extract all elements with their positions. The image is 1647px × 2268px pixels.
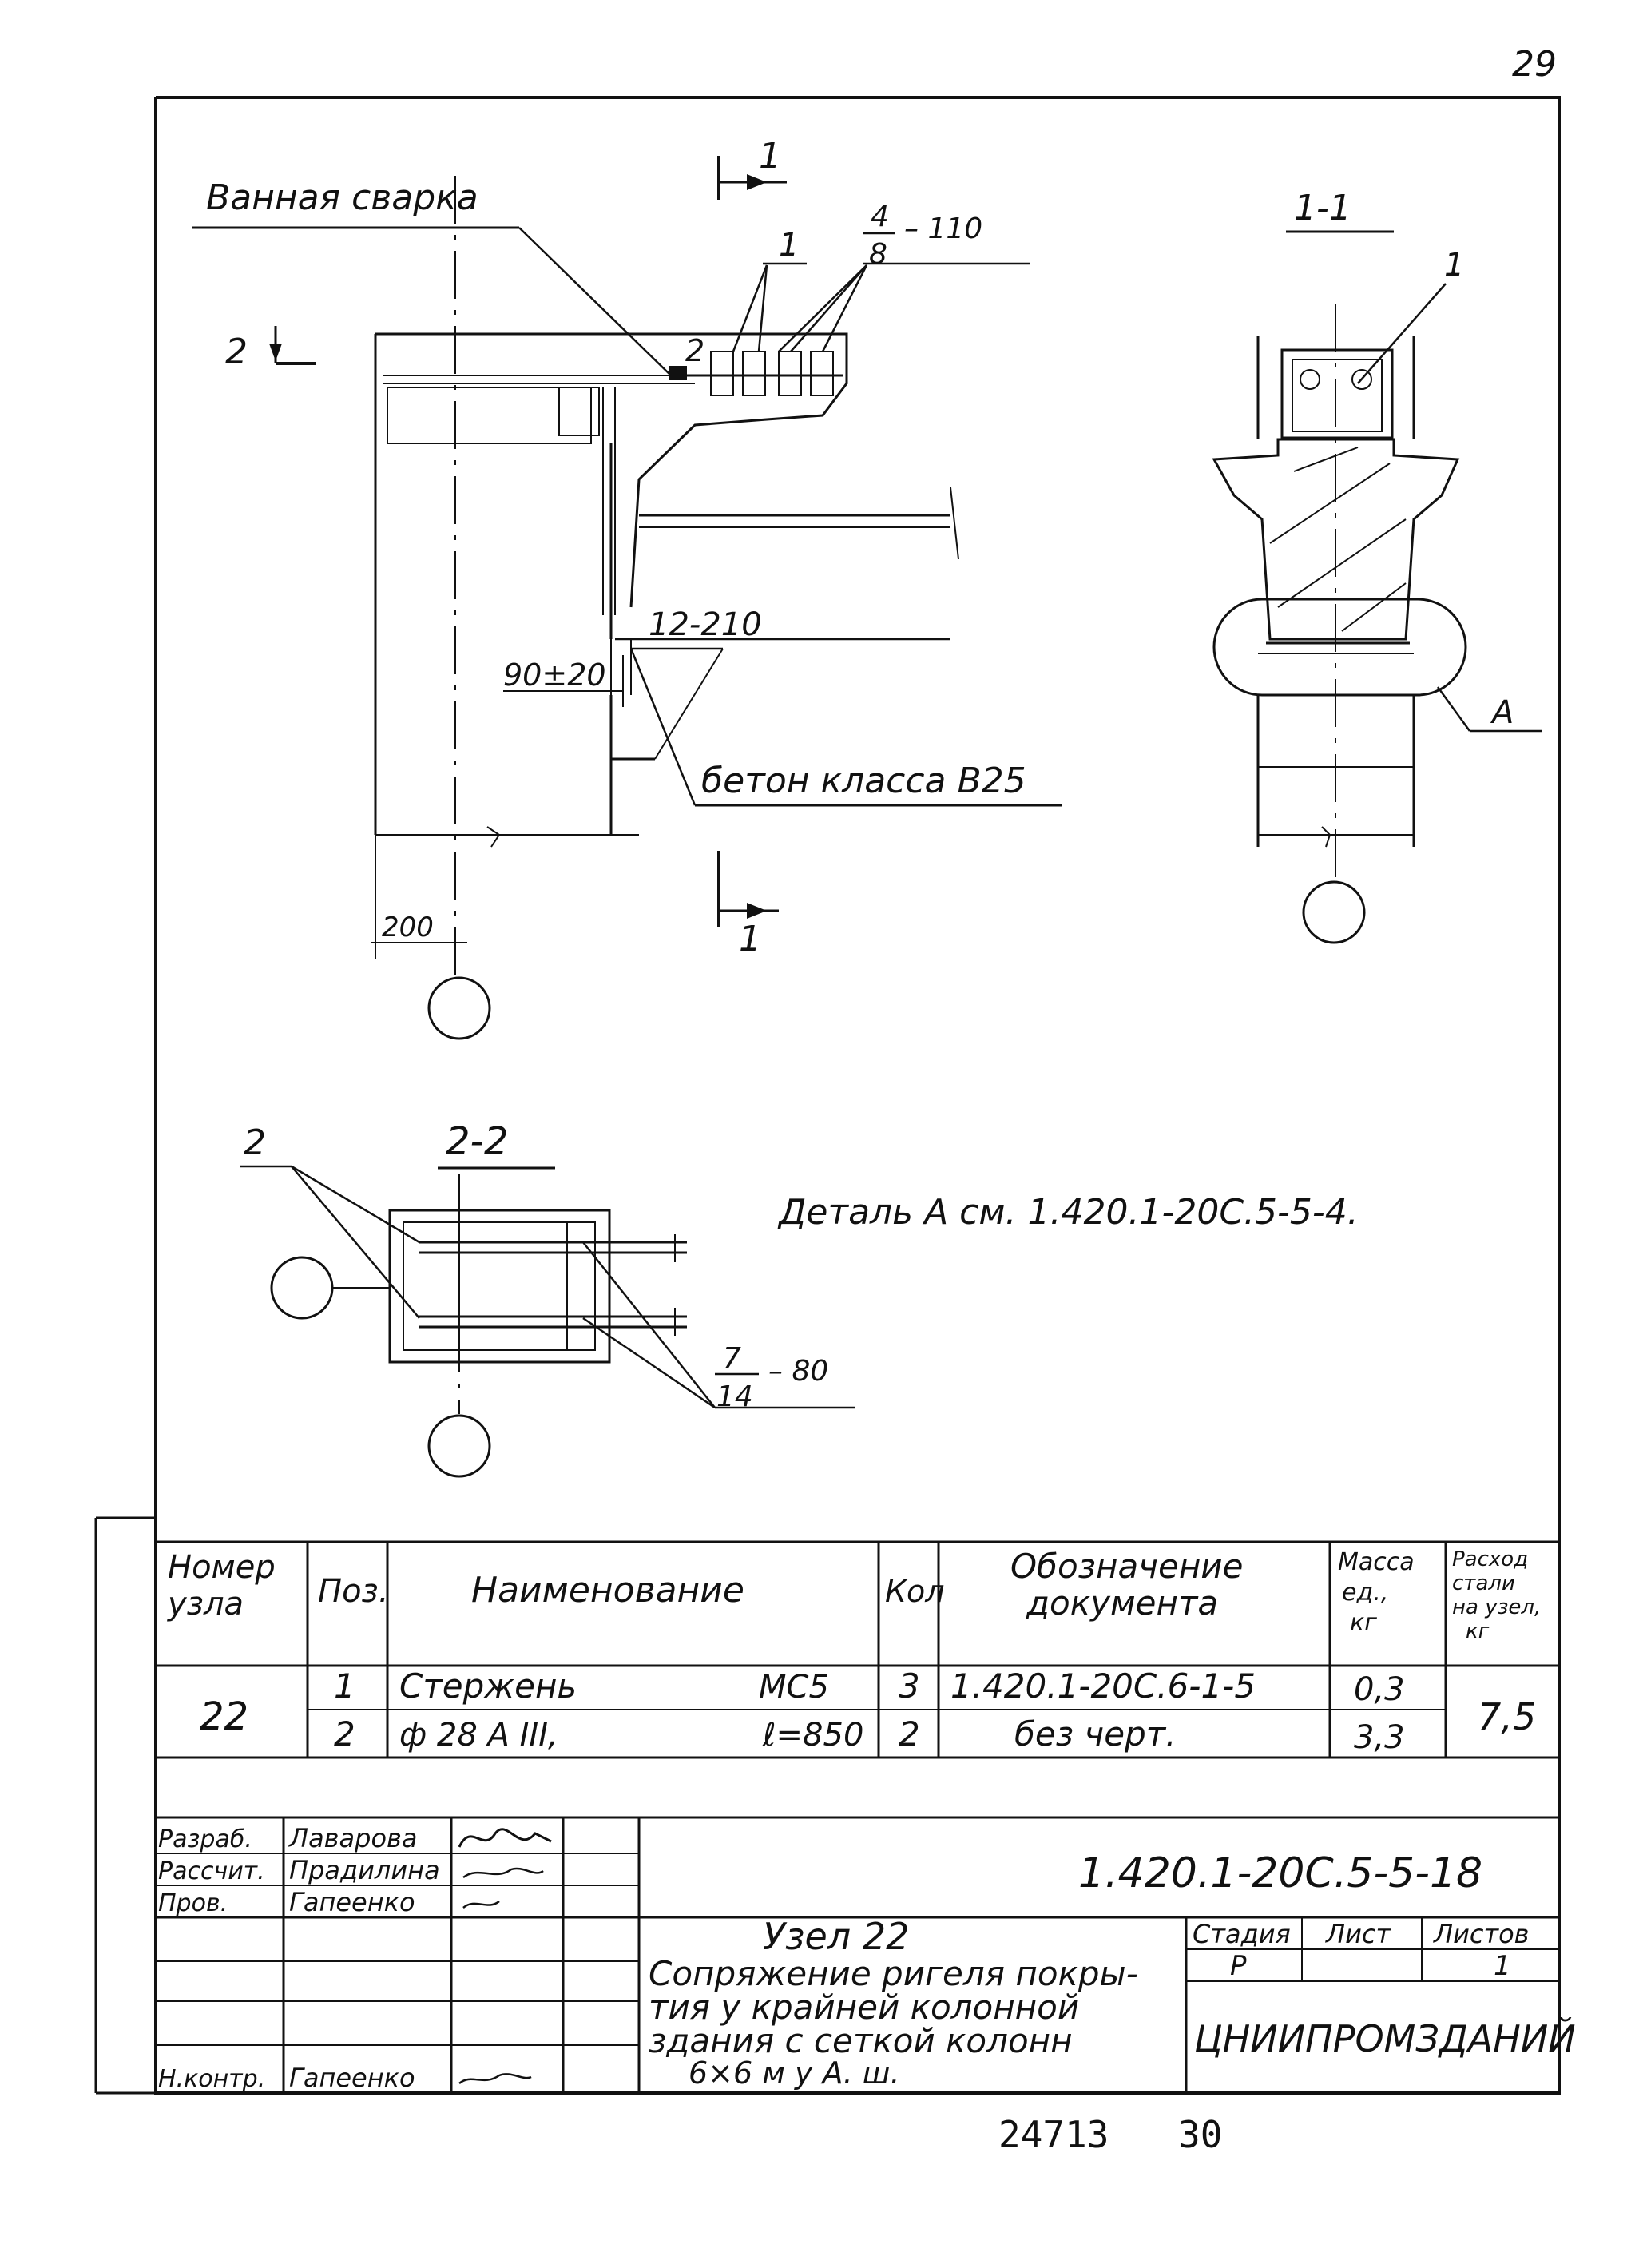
name-norm-control: Гапеенко (289, 2063, 415, 2093)
row1-qty: 3 (899, 1666, 920, 1706)
row1-name: Стержень (399, 1666, 577, 1706)
section-2-2-title: 2-2 (446, 1119, 508, 1164)
name-calculated: Прадилина (289, 1855, 440, 1885)
axis-bubble (427, 976, 491, 1040)
sheets-header: Листов (1433, 1919, 1530, 1949)
row1-pos: 1 (334, 1666, 355, 1706)
dim-200: 200 (382, 912, 434, 943)
gap-label: 90±20 (503, 657, 606, 693)
row2-mark: ℓ=850 (762, 1717, 863, 1754)
header-qty: Кол (885, 1574, 945, 1609)
detail-A-callout (1212, 598, 1467, 697)
role-checked: Пров. (158, 1889, 228, 1917)
plate-frac-top: 7 (723, 1342, 741, 1375)
desc-line-3: здания с сеткой колонн (649, 2021, 1073, 2060)
signature-2 (462, 1867, 544, 1879)
row1-mark: МС5 (759, 1669, 829, 1706)
desc-line-1: Сопряжение ригеля покры- (649, 1954, 1138, 1993)
detail-A-letter: А (1490, 694, 1514, 731)
desc-line-2: тия у крайней колонной (649, 1988, 1079, 2027)
node-title: Узел 22 (763, 1915, 909, 1958)
axis-bubble-2-2-left (270, 1256, 334, 1320)
sheet-frame (94, 96, 1561, 2095)
section-2-2: 2-2 2 7 14 – 80 Деталь А см. 1.420.1-20С… (240, 1119, 1359, 1478)
footer-sheet: 30 (1178, 2113, 1222, 2156)
role-norm-control: Н.контр. (158, 2065, 265, 2093)
spacing-label: 12-210 (649, 606, 762, 643)
section-mark-1-bottom: 1 (739, 919, 761, 959)
name-developer: Лаварова (288, 1823, 418, 1853)
sheets-value: 1 (1494, 1950, 1511, 1982)
role-calculated: Рассчит. (158, 1857, 265, 1885)
name-checked: Гапеенко (289, 1887, 415, 1917)
section-mark-2: 2 (225, 332, 248, 372)
page-number: 29 (1512, 44, 1557, 85)
axis-bubble-1-1 (1302, 880, 1366, 944)
stage-value: Р (1230, 1950, 1247, 1982)
axis-bubble-2-2-bottom (427, 1414, 491, 1478)
signature-3 (462, 1900, 500, 1909)
section-2-2-pos: 2 (244, 1122, 266, 1163)
row2-name: ф 28 А III, (399, 1717, 558, 1754)
signature-1 (458, 1828, 552, 1848)
row2-doc: без черт. (1014, 1714, 1177, 1754)
rebar-frac-bottom: 8 (869, 238, 887, 271)
pos-1-label: 1 (779, 227, 799, 264)
rebar-frac-top: 4 (871, 201, 889, 233)
section-1-1-pos: 1 (1444, 247, 1464, 284)
title-block: Разраб. Лаварова Рассчит. Прадилина Пров… (156, 1816, 1576, 2093)
steel-total: 7,5 (1478, 1695, 1536, 1738)
row2-mass: 3,3 (1354, 1719, 1405, 1756)
signature-4 (458, 2073, 532, 2085)
stage-header: Стадия (1193, 1919, 1291, 1949)
header-pos: Поз. (318, 1573, 389, 1610)
row2-pos: 2 (334, 1714, 355, 1754)
desc-line-4: 6×6 м у А. ш. (689, 2055, 900, 2091)
section-1-1: 1-1 1 А (1212, 188, 1542, 944)
inventory-number: 24713 (998, 2113, 1109, 2156)
plate-frac-suffix: – 80 (768, 1355, 828, 1388)
row1-mass: 0,3 (1354, 1671, 1405, 1708)
document-code: 1.420.1-20С.5-5-18 (1078, 1849, 1482, 1897)
weld-label: Ванная сварка (206, 177, 478, 218)
row1-doc: 1.420.1-20С.6-1-5 (950, 1666, 1256, 1706)
sheet-header: Лист (1325, 1919, 1391, 1949)
detail-reference: Деталь А см. 1.420.1-20С.5-5-4. (777, 1192, 1359, 1233)
role-developer: Разраб. (158, 1825, 252, 1853)
rebar-frac-suffix: – 110 (904, 213, 982, 245)
section-1-1-title: 1-1 (1294, 188, 1351, 228)
pos-2-label: 2 (685, 333, 704, 368)
main-elevation: Ванная сварка 1 2 4 8 – 110 1 2 (192, 136, 1062, 1040)
organization: ЦНИИПРОМЗДАНИЙ (1194, 2017, 1576, 2060)
node-number: 22 (200, 1694, 248, 1739)
header-name: Наименование (471, 1570, 744, 1611)
concrete-label: бетон класса В25 (701, 761, 1026, 801)
row2-qty: 2 (899, 1714, 920, 1754)
section-mark-1-top: 1 (759, 136, 781, 177)
